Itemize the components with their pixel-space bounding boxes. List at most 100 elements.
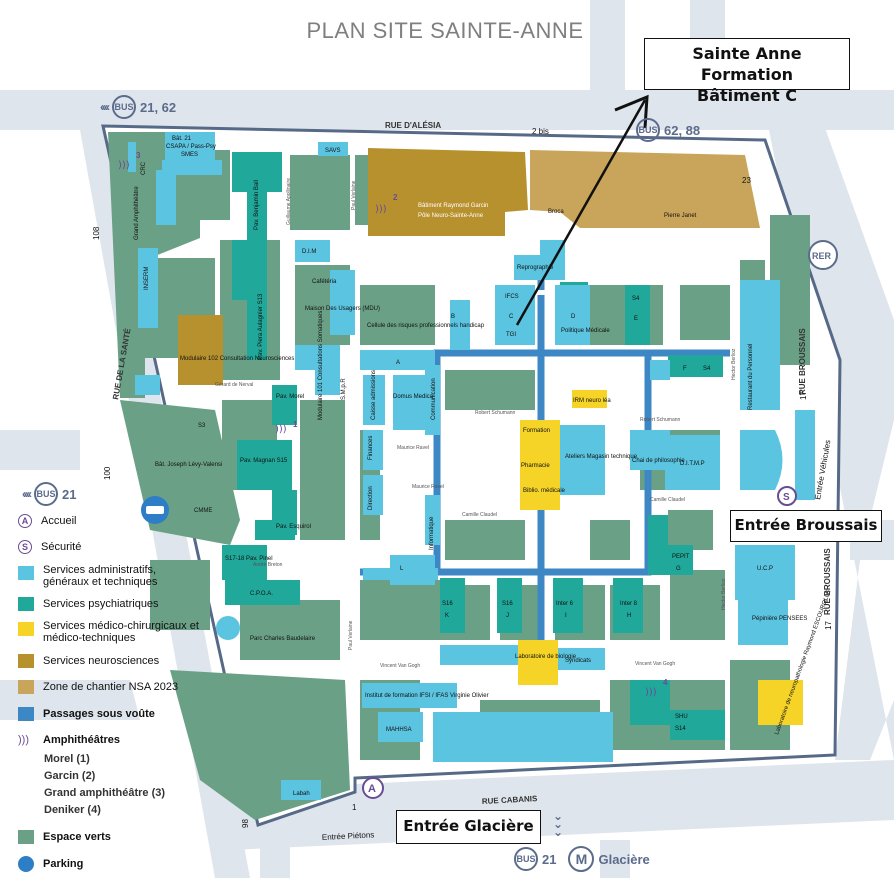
label-g: G xyxy=(676,566,681,572)
legend-accueil: A Accueil xyxy=(18,514,76,528)
label-syndicats: Syndicats xyxy=(565,658,591,664)
amph-num-grand: 3 xyxy=(136,151,141,160)
label-janet: Pierre Janet xyxy=(664,213,697,219)
legend-neuro-label: Services neurosciences xyxy=(43,655,160,667)
label-parc: Parc Charles Baudelaire xyxy=(250,636,316,642)
legend-admin: Services administratifs, généraux et tec… xyxy=(18,564,193,588)
label-broca: Broca xyxy=(548,209,564,215)
bus-stop-alesia-east[interactable]: BUS 62, 88 xyxy=(632,118,700,142)
label-pepit: PEPIT xyxy=(672,554,690,560)
swatch-psy xyxy=(18,597,34,611)
accueil-icon: A xyxy=(18,514,32,528)
legend-amph-deniker: Deniker (4) xyxy=(44,804,101,816)
label-reprographie: Reprographie xyxy=(517,265,554,271)
legend-amph-label: Amphithéâtres xyxy=(43,734,121,746)
label-crc: CRC xyxy=(141,161,147,175)
amph-icon-grand: ))) xyxy=(118,160,130,171)
label-labah: Labah xyxy=(293,791,310,797)
label-pav-aubigne: Pav. Piera Aulagnier S13 xyxy=(258,293,264,360)
path-vincent2: Vincent Van Gogh xyxy=(635,661,675,667)
legend-chantier: Zone de chantier NSA 2023 xyxy=(18,680,178,694)
rer-badge[interactable]: RER xyxy=(808,240,838,270)
path-camille1: Camille Claudel xyxy=(462,512,497,518)
label-l: L xyxy=(400,566,404,572)
label-dim: D.I.M xyxy=(302,249,316,255)
legend-voute: Passages sous voûte xyxy=(18,707,155,721)
securite-icon: S xyxy=(18,540,32,554)
label-biblio: Biblio. médicale xyxy=(523,488,566,494)
chevrons-icon: ‹‹‹‹ xyxy=(100,100,110,114)
construction-zone xyxy=(530,150,760,228)
label-tgi: TGI xyxy=(506,332,516,338)
entree-pietons: Entrée Piétons xyxy=(322,830,375,842)
amph-num-garcin: 2 xyxy=(393,193,398,202)
bus-icon: BUS xyxy=(111,95,136,119)
swatch-verts xyxy=(18,830,34,844)
path-hector1: Hector Berlioz xyxy=(731,348,737,380)
swatch-admin xyxy=(18,566,34,580)
accueil-marker[interactable]: A xyxy=(362,777,384,799)
bus-lines-top-left: 21, 62 xyxy=(139,99,177,115)
label-formation: Formation xyxy=(523,428,550,434)
swatch-chantier xyxy=(18,680,34,694)
amph-num-deniker: 4 xyxy=(663,678,668,687)
label-ucp: U.C.P xyxy=(757,566,773,572)
label-pav-magnan: Pav. Magnan S15 xyxy=(240,458,288,464)
bus-icon: BUS xyxy=(33,482,58,506)
glaciere-callout: Entrée Glacière xyxy=(396,810,541,844)
legend-securite-label: Sécurité xyxy=(41,541,82,553)
bus-stop-glaciere[interactable]: BUS 21 M Glacière xyxy=(510,846,650,872)
legend-psy: Services psychiatriques xyxy=(18,597,159,611)
label-smpr: S.M.p.R xyxy=(341,378,347,400)
legend-amph-morel: Morel (1) xyxy=(44,753,90,765)
street-alesia: RUE D'ALÉSIA xyxy=(385,121,441,130)
path-paul1: Paul Verlaine xyxy=(351,180,357,210)
securite-marker[interactable]: S xyxy=(777,486,797,506)
label-pav-ball: Pav. Benjamin Ball xyxy=(254,180,260,230)
label-j: J xyxy=(506,613,509,619)
num-1: 1 xyxy=(352,803,357,812)
swatch-neuro xyxy=(18,654,34,668)
amph-markers: ))) 1 ))) 2 ))) 3 ))) 4 xyxy=(118,151,668,698)
street-cabanis: RUE CABANIS xyxy=(482,794,539,806)
street-broussais-bottom: RUE BROUSSAIS xyxy=(823,548,832,615)
label-e: E xyxy=(634,316,638,322)
formation-callout: Sainte Anne Formation Bâtiment C xyxy=(644,38,850,105)
legend-medico: Services médico-chirurgicaux et médico-t… xyxy=(18,620,223,644)
label-ditmp: D.I.T.M.P xyxy=(680,461,705,467)
legend-psy-label: Services psychiatriques xyxy=(43,598,159,610)
amph-icon-morel: ))) xyxy=(275,424,287,435)
label-s14: S14 xyxy=(675,726,686,732)
bus-stop-alesia-west[interactable]: ‹‹‹‹ BUS 21, 62 xyxy=(100,95,176,119)
num-23: 23 xyxy=(742,176,751,185)
label-c: C xyxy=(509,314,514,320)
svg-text:A: A xyxy=(368,783,376,795)
label-csapa: CSAPA / Pass-Psy xyxy=(166,144,216,150)
label-mdu: Maison Des Usagers (MDU) xyxy=(305,306,380,312)
parking-icon[interactable] xyxy=(141,496,169,524)
label-chai: Chai de philosophie xyxy=(632,458,685,464)
page-title: PLAN SITE SAINTE-ANNE xyxy=(306,18,584,43)
label-s16j: S16 xyxy=(502,601,513,607)
amphitheatre-icon: ))) xyxy=(18,734,29,746)
path-robert1: Robert Schumann xyxy=(475,410,516,416)
medico-buildings xyxy=(518,390,803,725)
label-s17: S17-18 Pav. Pinel xyxy=(225,556,273,562)
label-s4: S4 xyxy=(632,296,640,302)
label-mahhsa: MAHHSA xyxy=(386,727,412,733)
legend-chantier-label: Zone de chantier NSA 2023 xyxy=(43,681,179,693)
formation-callout-line1: Sainte Anne Formation xyxy=(692,44,802,84)
label-pharmacie: Pharmacie xyxy=(521,463,550,469)
num-108: 108 xyxy=(92,226,101,240)
label-ifcs: IFCS xyxy=(505,294,519,300)
label-inter6: Inter 6 xyxy=(556,601,574,607)
broussais-callout: Entrée Broussais xyxy=(730,510,882,542)
bus-stop-sante[interactable]: ‹‹‹‹ BUS 21 xyxy=(22,482,76,506)
label-modulaire101: Modulaire 101 Consultations Somatiques xyxy=(318,311,324,420)
bus-icon: BUS xyxy=(514,847,538,871)
path-hector2: Hector Berlioz xyxy=(721,578,727,610)
path-camille2: Camille Claudel xyxy=(650,497,685,503)
label-institut: Institut de formation IFSI / IFAS Virgin… xyxy=(365,693,489,699)
amph-num-morel: 1 xyxy=(293,420,298,429)
label-f: F xyxy=(683,366,687,372)
